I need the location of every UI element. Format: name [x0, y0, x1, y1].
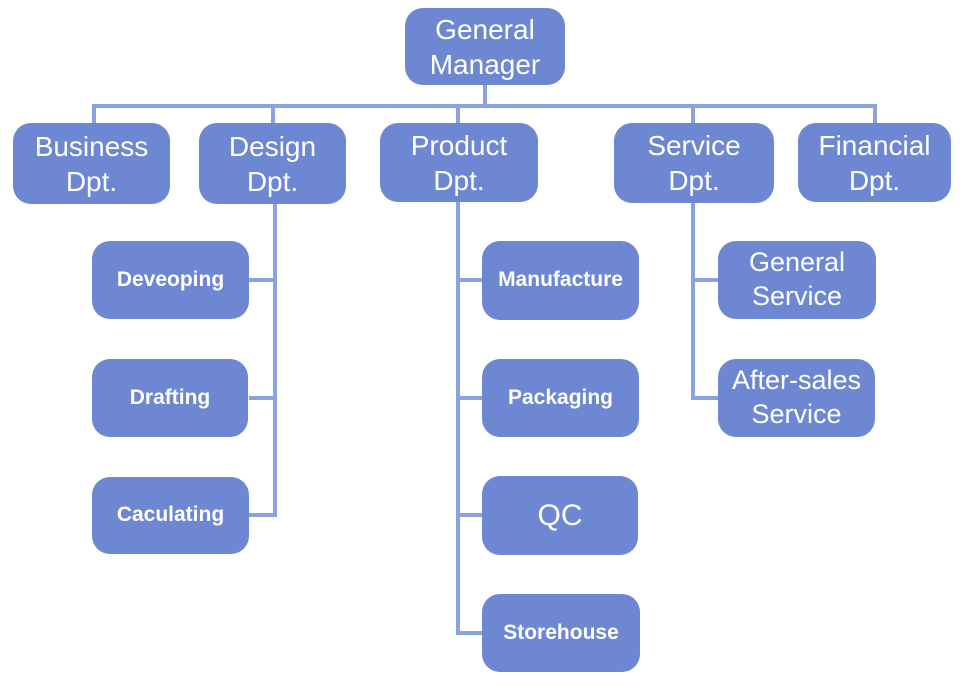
org-node-product-dpt: Product Dpt. — [380, 123, 538, 202]
connector-product-manufacture — [459, 278, 482, 282]
org-node-calculating: Caculating — [92, 477, 249, 554]
org-node-developing: Deveoping — [92, 241, 249, 319]
connector-product-storehouse — [459, 631, 482, 635]
org-node-storehouse: Storehouse — [482, 594, 640, 672]
org-node-design-dpt: Design Dpt. — [199, 123, 346, 204]
connector-stub-design — [271, 108, 275, 123]
connector-gm-vertical — [483, 85, 487, 106]
org-node-after-sales-service: After-sales Service — [718, 359, 875, 437]
connector-design-vertical — [273, 204, 277, 517]
org-node-packaging: Packaging — [482, 359, 639, 437]
connector-stub-financial — [873, 108, 877, 123]
connector-product-packaging — [459, 396, 482, 400]
connector-top-horizontal — [92, 104, 877, 108]
org-node-business-dpt: Business Dpt. — [13, 123, 170, 204]
org-node-manufacture: Manufacture — [482, 241, 639, 320]
connector-product-vertical — [456, 202, 460, 635]
org-node-financial-dpt: Financial Dpt. — [798, 123, 951, 202]
connector-stub-business — [92, 108, 96, 123]
org-node-qc: QC — [482, 476, 638, 555]
connector-service-general — [694, 278, 718, 282]
connector-stub-product — [456, 108, 460, 123]
org-node-general-service: General Service — [718, 241, 876, 319]
connector-service-vertical — [691, 202, 695, 400]
connector-product-qc — [459, 513, 482, 517]
org-node-service-dpt: Service Dpt. — [614, 123, 774, 203]
connector-design-calculating — [249, 513, 275, 517]
org-node-drafting: Drafting — [92, 359, 248, 437]
connector-design-drafting — [249, 396, 275, 400]
connector-design-developing — [249, 278, 275, 282]
org-node-general-manager: General Manager — [405, 8, 565, 85]
connector-service-aftersales — [694, 396, 718, 400]
connector-stub-service — [691, 108, 695, 123]
